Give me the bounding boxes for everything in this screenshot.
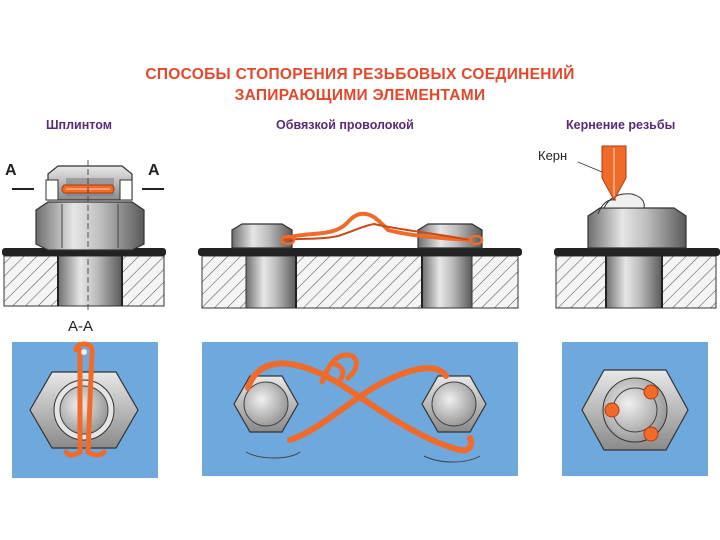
method-label-wire-lock: Обвязкой проволокой — [276, 118, 414, 132]
method-label-cotter-pin: Шплинтом — [46, 118, 112, 132]
diagram-title-line-1: СПОСОБЫ СТОПОРЕНИЯ РЕЗЬБОВЫХ СОЕДИНЕНИЙ — [145, 66, 575, 83]
section-mark-right: А — [148, 162, 160, 179]
thread-punch-top-view — [562, 342, 708, 476]
thread-punch-side-view — [554, 145, 720, 309]
diagram-title-line-2: ЗАПИРАЮЩИМИ ЭЛЕМЕНТАМИ — [234, 87, 486, 104]
wire-lock-side-view — [198, 211, 522, 309]
method-label-thread-punch: Кернение резьбы — [566, 118, 676, 132]
cotter-pin-section-view — [12, 341, 158, 478]
section-name: А-А — [68, 318, 94, 335]
punch-label: Керн — [538, 148, 568, 163]
section-mark-left: А — [5, 162, 17, 179]
cotter-pin-side-view — [2, 160, 166, 310]
wire-lock-top-view — [202, 342, 518, 476]
